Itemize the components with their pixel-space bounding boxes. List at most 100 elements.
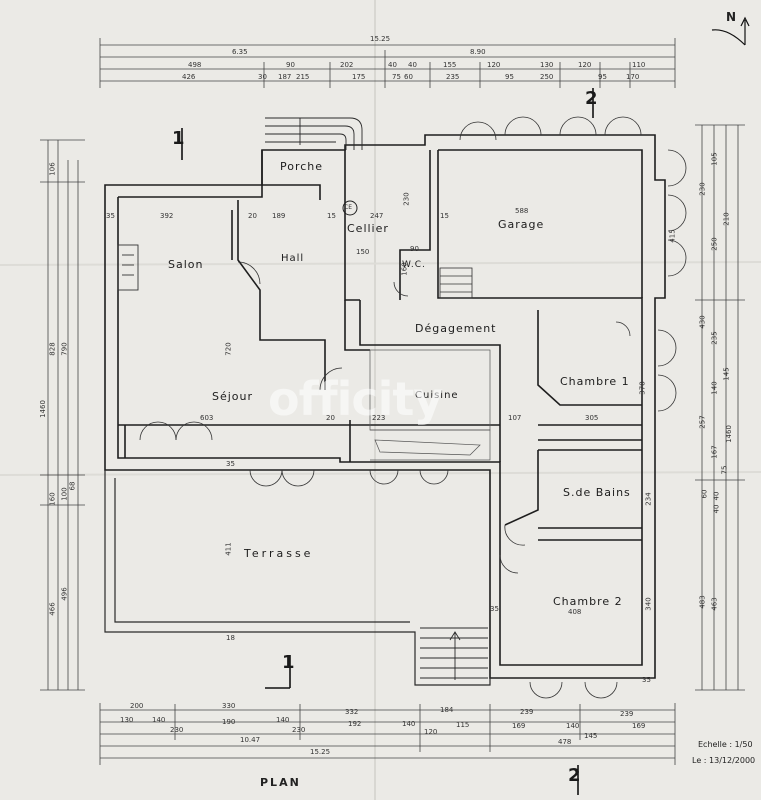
interior-dim: 15 <box>440 212 449 220</box>
bottom-dim-row4: 478 <box>558 738 572 746</box>
right-dim: 483 <box>698 595 707 609</box>
top-dim-row3: 30 <box>258 73 267 81</box>
top-dim-row3: 175 <box>352 73 366 81</box>
right-dim: 230 <box>698 182 707 196</box>
interior-dim: 20 <box>326 414 335 422</box>
bottom-dim-row3: 145 <box>584 732 598 740</box>
section-mark-1-bottom: 1 <box>282 652 295 673</box>
interior-dim: 18 <box>226 634 235 642</box>
kitchen-furniture <box>369 349 491 461</box>
bottom-dim-row3: 120 <box>424 728 438 736</box>
bottom-dim-row3: 230 <box>170 726 184 734</box>
left-dim: 68 <box>68 481 77 491</box>
section-mark-2-top: 2 <box>585 88 598 109</box>
interior-dim: 588 <box>515 207 529 215</box>
bottom-dim-row2: 140 <box>276 716 290 724</box>
right-dim: 140 <box>710 381 719 395</box>
top-dim-row2: 130 <box>540 61 554 69</box>
bottom-dim-row1: 184 <box>440 706 454 714</box>
right-dim: 145 <box>722 367 731 381</box>
interior-dim: 35 <box>642 676 651 684</box>
interior-dim: 35 <box>490 605 499 613</box>
north-arrow-icon <box>711 16 750 46</box>
interior-dim: 90 <box>410 245 419 253</box>
left-dim: 106 <box>48 162 57 176</box>
bottom-dim-row2: 190 <box>222 718 236 726</box>
interior-dim: 15 <box>327 212 336 220</box>
terrasse-outline <box>104 470 491 686</box>
bottom-dimension-lines <box>99 703 676 765</box>
bottom-dim-row3: 230 <box>292 726 306 734</box>
top-dim-row2: 202 <box>340 61 354 69</box>
interior-dim: 603 <box>200 414 214 422</box>
left-dim: 496 <box>60 587 69 601</box>
room-label-sdb: S.de Bains <box>563 486 631 499</box>
top-dim-row2: 155 <box>443 61 457 69</box>
bottom-dim-row2: 192 <box>348 720 362 728</box>
terrace-stairs <box>420 627 488 680</box>
room-label-salon: Salon <box>168 258 204 271</box>
interior-dim: 189 <box>272 212 286 220</box>
section-mark-1-top: 1 <box>172 128 185 149</box>
right-dim: 40 <box>712 504 721 514</box>
interior-dim: 720 <box>224 342 233 356</box>
section-mark-2-bottom: 2 <box>568 765 581 786</box>
top-dim-row3: 215 <box>296 73 310 81</box>
fireplace <box>117 244 139 291</box>
watermark-logo: officity <box>268 372 443 426</box>
right-dim: 463 <box>710 597 719 611</box>
bottom-dim-row4: 10.47 <box>240 736 261 744</box>
top-dim-row3: 235 <box>446 73 460 81</box>
interior-dim: 150 <box>356 248 370 256</box>
bottom-dim-overall: 15.25 <box>310 748 331 756</box>
right-dim: 430 <box>698 315 707 329</box>
room-label-garage: Garage <box>498 218 545 231</box>
top-dim-row3: 250 <box>540 73 554 81</box>
interior-dim: 160 <box>400 262 409 276</box>
interior-dim: 230 <box>402 192 411 206</box>
interior-dim: 234 <box>644 492 653 506</box>
room-label-porche: Porche <box>280 160 324 173</box>
top-dim-row3: 60 <box>404 73 413 81</box>
room-label-hall: Hall <box>281 253 305 264</box>
interior-dim: 223 <box>372 414 386 422</box>
top-dim-row3: 170 <box>626 73 640 81</box>
right-dim: 75 <box>720 465 729 475</box>
bottom-dim-row1: 239 <box>520 708 534 716</box>
ce-circle <box>342 200 358 216</box>
interior-dim: 35 <box>226 460 235 468</box>
top-dim-row2: 120 <box>578 61 592 69</box>
top-dim-row2: 90 <box>286 61 295 69</box>
right-dim: 210 <box>722 212 731 226</box>
top-dim-row3: 75 <box>392 73 401 81</box>
bottom-dim-row1: 200 <box>130 702 144 710</box>
top-dimension-lines <box>99 38 676 88</box>
bottom-dim-row2: 130 <box>120 716 134 724</box>
interior-dim: 392 <box>160 212 174 220</box>
room-label-cellier: Cellier <box>347 222 389 235</box>
garage-steps <box>439 267 473 299</box>
bottom-dim-row2: 140 <box>566 722 580 730</box>
bottom-dim-row2: 169 <box>632 722 646 730</box>
right-dimension-lines <box>695 124 745 691</box>
bottom-dim-row2: 115 <box>456 721 470 729</box>
section-markers <box>181 88 594 795</box>
top-dim-row2: 40 <box>408 61 417 69</box>
room-label-degagement: Dégagement <box>415 322 497 335</box>
ce-label: CE <box>344 204 352 211</box>
porch-stairs <box>265 117 363 150</box>
right-dim: 105 <box>710 152 719 166</box>
right-dim: 40 <box>712 491 721 501</box>
room-label-sejour: Séjour <box>212 390 254 403</box>
room-label-wc: W.C. <box>402 260 426 270</box>
interior-dim: 107 <box>508 414 522 422</box>
room-label-cuisine: Cuisine <box>415 390 459 401</box>
left-dimension-lines <box>40 139 85 691</box>
top-dim-row2: 40 <box>388 61 397 69</box>
bottom-dim-row2: 140 <box>152 716 166 724</box>
room-label-chambre2: Chambre 2 <box>553 595 623 608</box>
interior-dim: 411 <box>224 542 233 556</box>
door-swings <box>139 116 687 699</box>
bottom-dim-row1: 330 <box>222 702 236 710</box>
interior-dim: 20 <box>248 212 257 220</box>
